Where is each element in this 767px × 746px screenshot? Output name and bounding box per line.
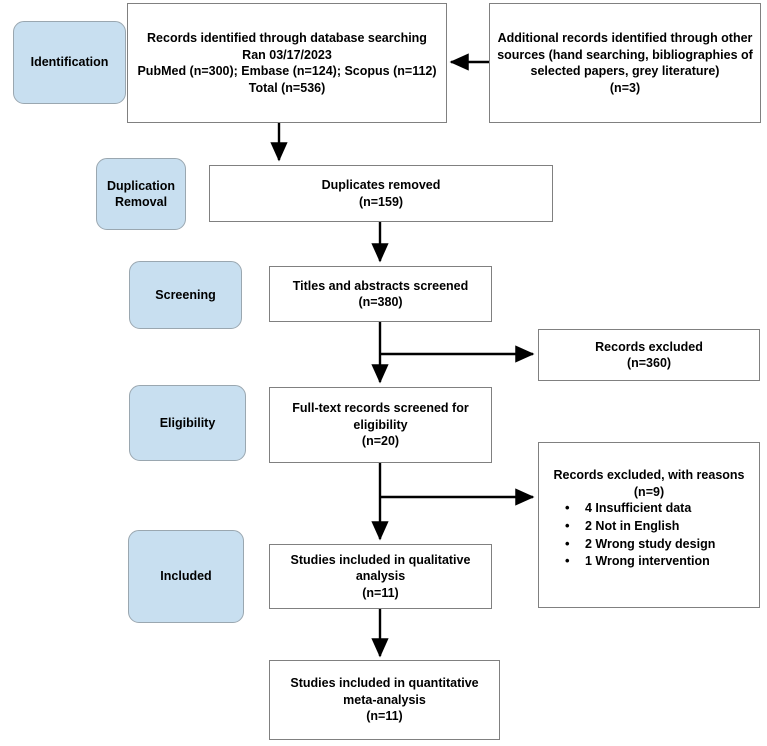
box-records-excluded-with-reasons[interactable]: Records excluded, with reasons (n=9) 4 I… bbox=[538, 442, 760, 608]
box-studies-quantitative[interactable]: Studies included in quantitative meta-an… bbox=[269, 660, 500, 740]
box-duplicates-removed-line1: Duplicates removed bbox=[321, 178, 441, 192]
box-records-identified-database[interactable]: Records identified through database sear… bbox=[127, 3, 447, 123]
stage-label-included-text: Included bbox=[160, 569, 212, 584]
stage-label-screening-text: Screening bbox=[155, 287, 216, 302]
list-item: 2 Wrong study design bbox=[563, 535, 753, 554]
box-quantitative-line1: Studies included in quantitative bbox=[290, 676, 479, 691]
box-additional-records[interactable]: Additional records identified through ot… bbox=[489, 3, 761, 123]
stage-label-identification-text: Identification bbox=[30, 55, 109, 70]
box-titles-abstracts-line1: Titles and abstracts screened bbox=[292, 278, 469, 293]
box-additional-records-line1: Additional records identified through ot… bbox=[497, 31, 753, 45]
stage-label-eligibility-text: Eligibility bbox=[159, 415, 216, 430]
box-fulltext-screened-line3: (n=20) bbox=[361, 434, 400, 449]
box-quantitative-line2: meta-analysis bbox=[343, 692, 426, 707]
list-item: 4 Insufficient data bbox=[563, 499, 753, 518]
box-excluded-reasons-line2: (n=9) bbox=[633, 484, 665, 499]
list-item: 2 Not in English bbox=[563, 517, 753, 536]
box-fulltext-screened-line2: eligibility bbox=[353, 417, 408, 432]
stage-label-duplication-removal-line1: Duplication bbox=[106, 178, 176, 193]
stage-label-duplication-removal-line2: Removal bbox=[114, 195, 168, 209]
box-additional-records-line4: (n=3) bbox=[609, 80, 641, 95]
box-excluded-reasons-line1: Records excluded, with reasons bbox=[553, 468, 745, 482]
box-records-identified-line2: Ran 03/17/2023 bbox=[242, 47, 332, 62]
box-titles-abstracts-screened[interactable]: Titles and abstracts screened (n=380) bbox=[269, 266, 492, 322]
box-records-identified-line1: Records identified through database sear… bbox=[147, 31, 427, 45]
box-records-identified-line3: PubMed (n=300); Embase (n=124); Scopus (… bbox=[137, 64, 437, 78]
stage-label-eligibility[interactable]: Eligibility bbox=[129, 385, 246, 461]
box-titles-abstracts-line2: (n=380) bbox=[358, 295, 403, 309]
box-records-excluded[interactable]: Records excluded (n=360) bbox=[538, 329, 760, 381]
box-qualitative-line2: analysis bbox=[355, 569, 406, 584]
box-duplicates-removed[interactable]: Duplicates removed (n=159) bbox=[209, 165, 553, 222]
list-item: 1 Wrong intervention bbox=[563, 552, 753, 571]
box-duplicates-removed-line2: (n=159) bbox=[358, 194, 404, 209]
box-records-excluded-line2: (n=360) bbox=[626, 356, 672, 370]
excluded-reasons-list: 4 Insufficient data 2 Not in English 2 W… bbox=[545, 499, 753, 571]
box-fulltext-screened[interactable]: Full-text records screened for eligibili… bbox=[269, 387, 492, 463]
box-studies-qualitative[interactable]: Studies included in qualitative analysis… bbox=[269, 544, 492, 609]
box-records-identified-line4: Total (n=536) bbox=[248, 80, 326, 95]
box-quantitative-line3: (n=11) bbox=[366, 709, 403, 724]
stage-label-included[interactable]: Included bbox=[128, 530, 244, 623]
box-qualitative-line3: (n=11) bbox=[362, 585, 399, 600]
box-additional-records-line2: sources (hand searching, bibliographies … bbox=[497, 47, 753, 62]
box-records-excluded-line1: Records excluded bbox=[595, 339, 703, 354]
box-additional-records-line3: selected papers, grey literature) bbox=[530, 64, 720, 78]
stage-label-duplication-removal[interactable]: Duplication Removal bbox=[96, 158, 186, 230]
stage-label-identification[interactable]: Identification bbox=[13, 21, 126, 104]
box-fulltext-screened-line1: Full-text records screened for bbox=[292, 401, 469, 416]
stage-label-screening[interactable]: Screening bbox=[129, 261, 242, 329]
box-qualitative-line1: Studies included in qualitative bbox=[290, 552, 471, 567]
